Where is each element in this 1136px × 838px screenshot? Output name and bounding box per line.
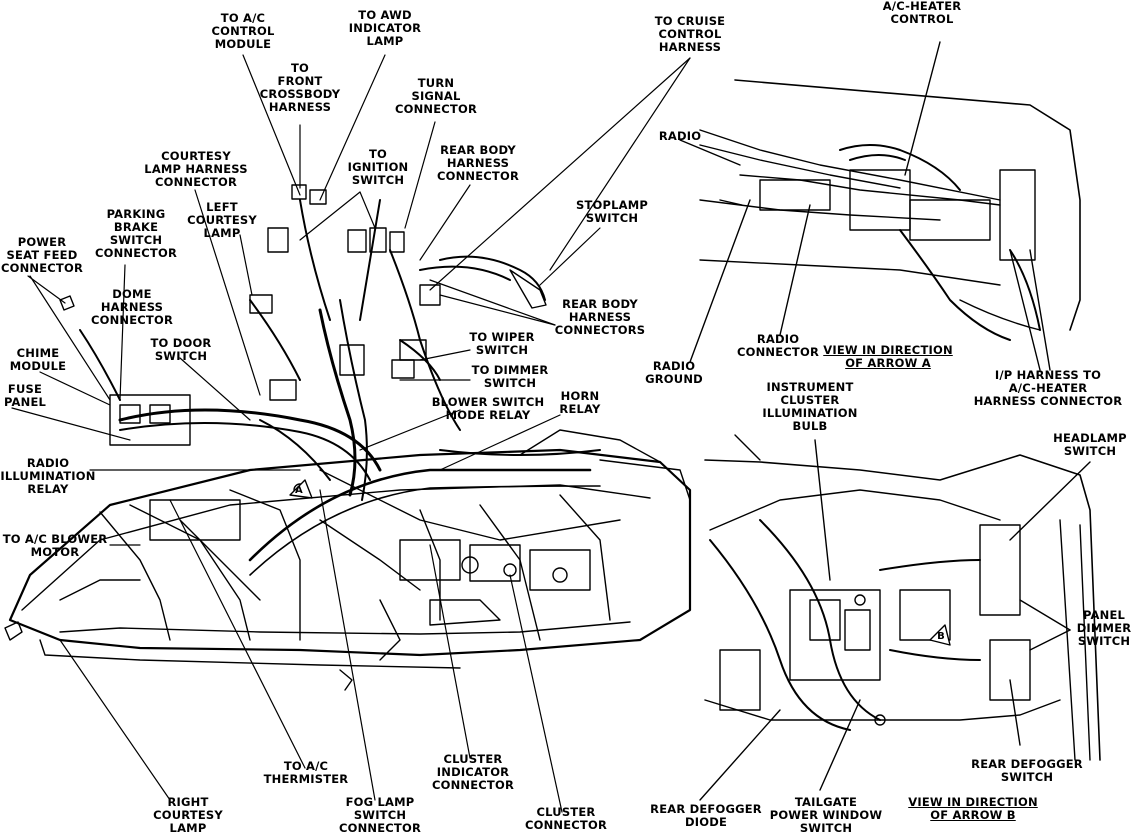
arrow-markers	[289, 479, 951, 646]
inset-view-a	[679, 41, 1081, 371]
wiring-harness-bundle	[59, 184, 601, 501]
label-view-direction-arrow-a: VIEW IN DIRECTION OF ARROW A	[823, 343, 953, 370]
label-fuse-panel: FUSE PANEL	[3, 382, 47, 409]
label-fog-lamp-switch-connector: FOG LAMP SWITCH CONNECTOR	[338, 795, 422, 835]
label-radio-illumination-relay: RADIO ILLUMINATION RELAY	[0, 456, 96, 496]
label-to-ac-blower-motor: TO A/C BLOWER MOTOR	[2, 532, 108, 559]
label-radio: RADIO	[658, 129, 702, 143]
label-turn-signal-connector: TURN SIGNAL CONNECTOR	[394, 76, 478, 116]
label-to-front-crossbody-harness: TO FRONT CROSSBODY HARNESS	[259, 61, 341, 114]
label-to-dimmer-switch: TO DIMMER SWITCH	[471, 363, 549, 390]
label-to-awd-indicator-lamp: TO AWD INDICATOR LAMP	[348, 8, 422, 48]
label-to-ignition-switch: TO IGNITION SWITCH	[347, 147, 409, 187]
label-to-ac-control-module: TO A/C CONTROL MODULE	[211, 11, 275, 51]
label-to-door-switch: TO DOOR SWITCH	[150, 336, 212, 363]
label-ip-harness-to-ac-heater-harness-connector: I/P HARNESS TO A/C-HEATER HARNESS CONNEC…	[973, 368, 1123, 408]
label-to-wiper-switch: TO WIPER SWITCH	[469, 330, 535, 357]
label-horn-relay: HORN RELAY	[559, 389, 601, 416]
leader-lines-main	[11, 54, 691, 813]
label-cluster-connector: CLUSTER CONNECTOR	[524, 805, 608, 832]
label-panel-dimmer-switch: PANEL DIMMER SWITCH	[1076, 608, 1132, 648]
label-rear-body-harness-connectors: REAR BODY HARNESS CONNECTORS	[554, 297, 646, 337]
label-to-ac-thermister: TO A/C THERMISTER	[263, 759, 349, 786]
label-instrument-cluster-illumination-bulb: INSTRUMENT CLUSTER ILLUMINATION BULB	[762, 380, 858, 433]
label-courtesy-lamp-harness-connector: COURTESY LAMP HARNESS CONNECTOR	[144, 149, 248, 189]
label-to-cruise-control-harness: TO CRUISE CONTROL HARNESS	[654, 14, 726, 54]
label-radio-connector: RADIO CONNECTOR	[736, 332, 820, 359]
label-blower-switch-mode-relay: BLOWER SWITCH MODE RELAY	[431, 395, 545, 422]
label-power-seat-feed-connector: POWER SEAT FEED CONNECTOR	[0, 235, 84, 275]
label-dome-harness-connector: DOME HARNESS CONNECTOR	[90, 287, 174, 327]
label-view-direction-arrow-b: VIEW IN DIRECTION OF ARROW B	[908, 795, 1038, 822]
arrow-a-marker-label: A	[295, 485, 303, 496]
label-cluster-indicator-connector: CLUSTER INDICATOR CONNECTOR	[431, 752, 515, 792]
label-rear-defogger-switch: REAR DEFOGGER SWITCH	[971, 757, 1083, 784]
label-radio-ground: RADIO GROUND	[645, 359, 703, 386]
label-tailgate-power-window-switch: TAILGATE POWER WINDOW SWITCH	[769, 795, 883, 835]
label-rear-body-harness-connector: REAR BODY HARNESS CONNECTOR	[436, 143, 520, 183]
label-parking-brake-switch-connector: PARKING BRAKE SWITCH CONNECTOR	[94, 207, 178, 260]
label-stoplamp-switch: STOPLAMP SWITCH	[575, 198, 649, 225]
label-rear-defogger-diode: REAR DEFOGGER DIODE	[650, 802, 762, 829]
label-left-courtesy-lamp: LEFT COURTESY LAMP	[187, 200, 257, 240]
label-ac-heater-control: A/C-HEATER CONTROL	[882, 0, 962, 26]
arrow-b-marker-label: B	[937, 631, 945, 642]
label-headlamp-switch: HEADLAMP SWITCH	[1053, 431, 1127, 458]
instrument-panel-outline	[4, 429, 692, 691]
label-right-courtesy-lamp: RIGHT COURTESY LAMP	[153, 795, 223, 835]
label-chime-module: CHIME MODULE	[9, 346, 67, 373]
inset-view-b	[699, 434, 1101, 801]
